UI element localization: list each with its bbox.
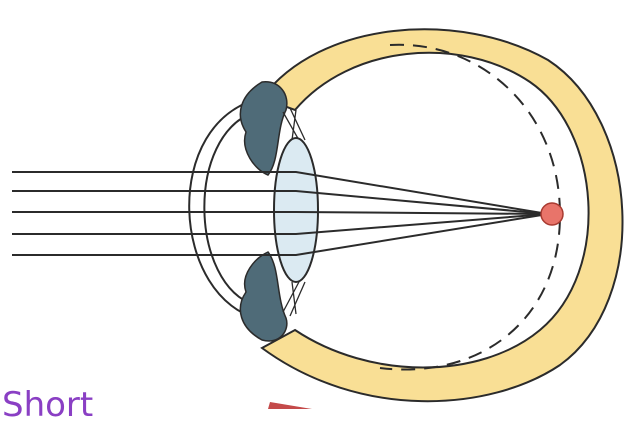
focal-point — [541, 203, 563, 225]
pointer-arrow — [268, 402, 312, 409]
diagram-label: Short — [2, 388, 93, 422]
eye-diagram — [0, 0, 634, 409]
lens — [274, 138, 318, 282]
